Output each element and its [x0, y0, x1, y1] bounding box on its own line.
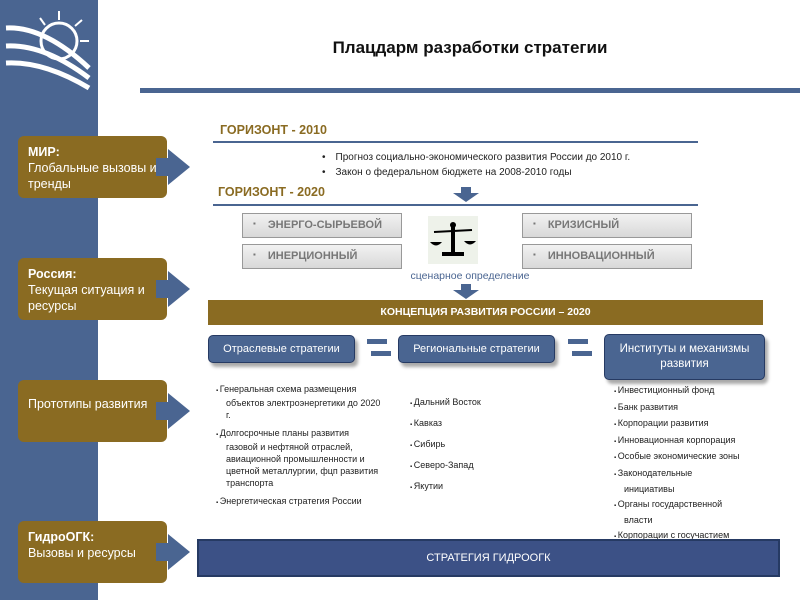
arrow-down-icon: [453, 187, 479, 202]
hydroogk-strategy-bar: СТРАТЕГИЯ ГИДРООГК: [197, 539, 780, 577]
page-title: Плацдарм разработки стратегии: [332, 38, 608, 57]
arrow-right-icon: [156, 534, 190, 570]
bullet-item: Закон о федеральном бюджете на 2008-2010…: [322, 167, 572, 178]
sidebar-box-prototypes: Прототипы развития: [18, 380, 167, 442]
sidebar-box-world: МИР:Глобальные вызовы и тренды: [18, 136, 167, 198]
divider: [213, 204, 698, 206]
regional-list: Дальний Восток Кавказ Сибирь Северо-Запа…: [410, 393, 530, 498]
sectoral-list: Генеральная схема размещения объектов эл…: [216, 383, 381, 509]
horizon-2010-label: ГОРИЗОНТ - 2010: [220, 123, 327, 137]
exchange-arrows-icon: [367, 339, 391, 357]
arrow-right-icon: [156, 393, 190, 429]
list-item: Генеральная схема размещения объектов эл…: [216, 383, 381, 421]
divider: [213, 141, 698, 143]
list-item: Банк развития: [614, 400, 764, 417]
regional-strategies-box: Региональные стратегии: [398, 335, 555, 363]
list-item: Органы государственной власти: [614, 497, 744, 528]
sidebar-box-hydroogk: ГидроОГК:Вызовы и ресурсы: [18, 521, 167, 583]
institutions-box: Институты и механизмы развития: [604, 334, 765, 380]
scenario-energy: ЭНЕРГО-СЫРЬЕВОЙ: [242, 213, 402, 238]
list-item: Сибирь: [410, 435, 530, 456]
horizon-2020-label: ГОРИЗОНТ - 2020: [218, 185, 325, 199]
list-item: Корпорации развития: [614, 416, 764, 433]
list-item: Северо-Запад: [410, 456, 530, 477]
scenario-inertial: ИНЕРЦИОННЫЙ: [242, 244, 402, 269]
list-item: Корпорации с госучастием: [614, 528, 764, 545]
scenario-crisis: КРИЗИСНЫЙ: [522, 213, 692, 238]
concept-bar: КОНЦЕПЦИЯ РАЗВИТИЯ РОССИИ – 2020: [208, 300, 763, 325]
scenario-innovation: ИННОВАЦИОННЫЙ: [522, 244, 692, 269]
exchange-arrows-icon: [568, 339, 592, 357]
scales-icon: [428, 216, 478, 264]
institutions-list: Инвестиционный фонд Банк развития Корпор…: [614, 383, 764, 544]
divider: [140, 88, 800, 93]
list-item: Инновационная корпорация: [614, 433, 764, 450]
sectoral-strategies-box: Отраслевые стратегии: [208, 335, 355, 363]
list-item: Законодательные инициативы: [614, 466, 724, 497]
list-item: Кавказ: [410, 414, 530, 435]
arrow-down-icon: [453, 284, 479, 299]
list-item: Якутии: [410, 477, 530, 498]
logo-icon: [5, 11, 91, 91]
bullet-item: Прогноз социально-экономического развити…: [322, 152, 631, 163]
list-item: Дальний Восток: [410, 393, 530, 414]
arrow-right-icon: [156, 149, 190, 185]
list-item: Долгосрочные планы развития газовой и не…: [216, 427, 381, 489]
arrow-right-icon: [156, 271, 190, 307]
sidebar-box-russia: Россия:Текущая ситуация и ресурсы: [18, 258, 167, 320]
list-item: Энергетическая стратегия России: [216, 495, 381, 509]
scenario-caption: сценарное определение: [410, 270, 530, 282]
list-item: Особые экономические зоны: [614, 449, 764, 466]
list-item: Инвестиционный фонд: [614, 383, 764, 400]
